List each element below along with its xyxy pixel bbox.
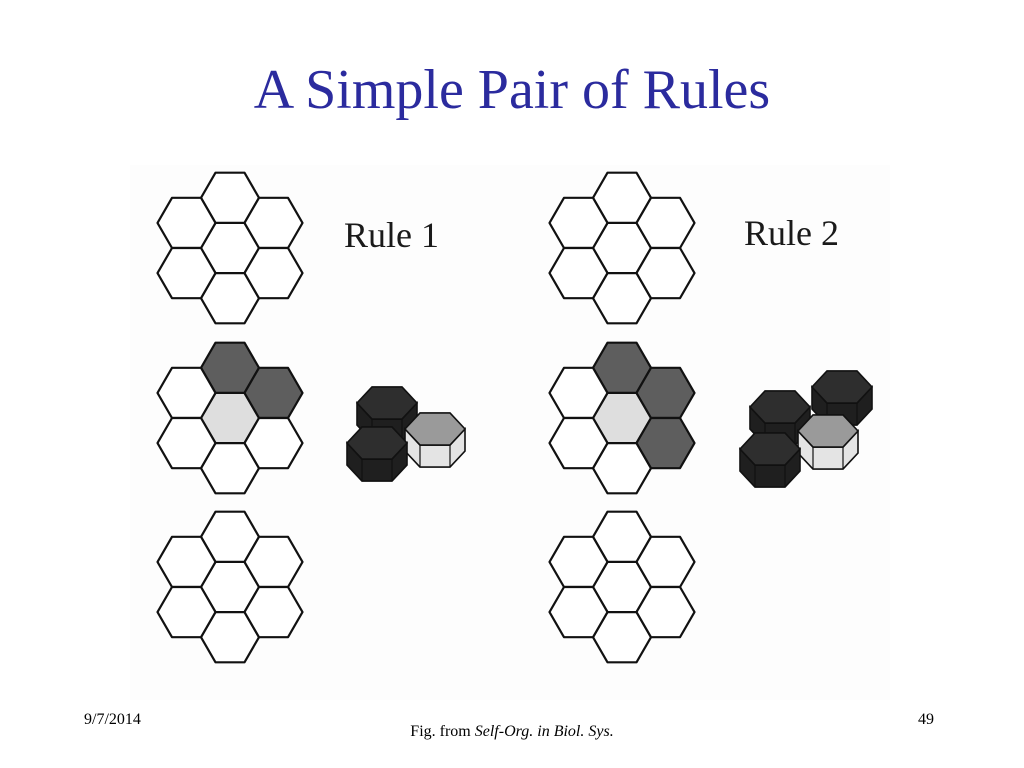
footer-page-number: 49 bbox=[918, 711, 934, 728]
block-top-face bbox=[796, 414, 860, 448]
rule-2-label: Rule 2 bbox=[744, 213, 839, 253]
hex-diagram bbox=[156, 171, 874, 664]
figure-caption: Fig. from Self-Org. in Biol. Sys. bbox=[0, 724, 1024, 740]
hex-cell-lower-left bbox=[156, 585, 217, 639]
hexagon-rules-figure: Rule 1 Rule 2 bbox=[130, 165, 890, 700]
caption-source: Self-Org. in Biol. Sys. bbox=[474, 723, 614, 740]
hex-cell-lower-right bbox=[635, 246, 696, 300]
hex-cell-lower-left bbox=[156, 416, 217, 470]
hex-cell-lower-left bbox=[156, 246, 217, 300]
hex-cell-lower-right bbox=[635, 585, 696, 639]
hex-cell-lower-left bbox=[548, 585, 609, 639]
rule1-bottom-flower bbox=[156, 510, 304, 664]
hex-cell-lower-right bbox=[243, 416, 304, 470]
rule2-bottom-flower bbox=[548, 510, 696, 664]
block-top-face bbox=[810, 370, 874, 404]
rule2-middle-flower bbox=[548, 341, 696, 495]
hex-cell-lower-left bbox=[548, 416, 609, 470]
hex-cell-lower-right bbox=[635, 416, 696, 470]
block-top-face bbox=[345, 426, 409, 460]
slide-title: A Simple Pair of Rules bbox=[253, 59, 771, 121]
block-top-face bbox=[355, 386, 419, 420]
rule1-block-dark-bottom bbox=[345, 426, 409, 482]
rule2-block-dark-bottom bbox=[738, 432, 802, 488]
rule-1-label: Rule 1 bbox=[344, 215, 439, 255]
footer-date: 9/7/2014 bbox=[84, 711, 141, 728]
hex-cell-lower-left bbox=[548, 246, 609, 300]
rule2-block-gray bbox=[796, 414, 860, 470]
rule1-middle-flower bbox=[156, 341, 304, 495]
caption-prefix: Fig. from bbox=[410, 723, 475, 740]
block-top-face bbox=[403, 412, 467, 446]
block-top-face bbox=[748, 390, 812, 424]
rule1-top-flower bbox=[156, 171, 304, 325]
hex-cell-lower-right bbox=[243, 585, 304, 639]
block-top-face bbox=[738, 432, 802, 466]
rule1-block-gray bbox=[403, 412, 467, 468]
hex-cell-lower-right bbox=[243, 246, 304, 300]
rule2-top-flower bbox=[548, 171, 696, 325]
